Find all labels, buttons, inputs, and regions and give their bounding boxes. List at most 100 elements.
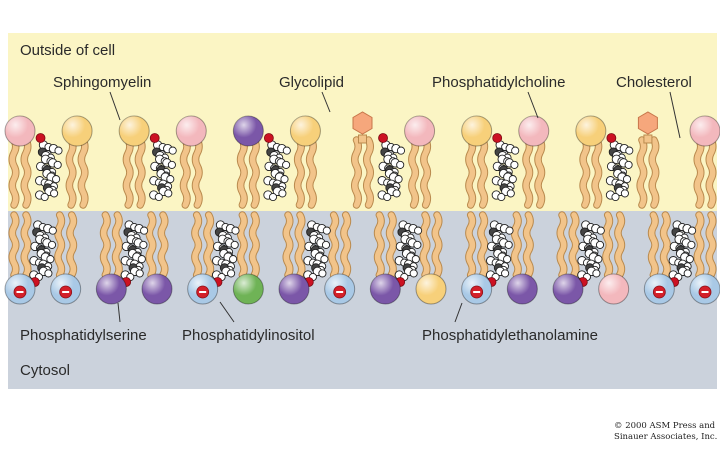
phosphatidylethanolamine-head — [278, 273, 310, 305]
lipid-tail-fill — [649, 137, 659, 208]
lipid-tail-fill — [694, 137, 704, 208]
head-highlight — [370, 274, 401, 304]
cholesterol-atom — [268, 192, 278, 202]
head-highlight — [176, 116, 207, 146]
cholesterol-atom — [688, 226, 697, 235]
lipid-tail-pair — [556, 211, 580, 279]
lipid-tail-pair — [236, 136, 260, 209]
lipid-tail-fill — [329, 212, 339, 278]
cholesterol-atom — [394, 175, 403, 184]
phosphatidylcholine-leader — [527, 91, 539, 119]
cholesterol-atom — [282, 160, 291, 169]
lipid-tail-pair — [579, 136, 603, 209]
cholesterol-molecule — [491, 133, 520, 202]
glycolipid-neck — [643, 134, 653, 144]
cholesterol-atom — [48, 226, 57, 235]
lipid-tail-pair — [465, 136, 489, 209]
lipid-tail-pair — [693, 211, 717, 279]
label-leader-lines — [109, 91, 681, 323]
cholesterol-molecule — [303, 220, 331, 287]
minus-sign-icon — [473, 291, 481, 293]
lipid-tail-pair — [328, 211, 352, 279]
lipid-tail-fill — [523, 137, 533, 208]
lipid-tail-fill — [180, 137, 190, 208]
cholesterol-atom — [282, 146, 291, 155]
cholesterol-molecules — [29, 133, 697, 287]
lipid-tail-fill — [466, 212, 476, 278]
cytosol-label: Cytosol — [20, 362, 70, 379]
lipid-tail-fill — [55, 212, 65, 278]
sphingomyelin-head — [118, 115, 150, 147]
cholesterol-atom — [320, 255, 329, 264]
lipid-tail-fill — [706, 137, 716, 208]
lipid-tail-fill — [204, 212, 214, 278]
sphingomyelin-head — [461, 115, 493, 147]
cholesterol-atom — [52, 175, 61, 184]
cholesterol-molecule — [211, 220, 240, 287]
lipid-tail-fill — [237, 212, 247, 278]
lipid-tail-fill — [192, 212, 202, 278]
lipid-tail-fill — [9, 212, 19, 278]
lipid-tail-fill — [569, 212, 579, 278]
cholesterol-atom — [413, 240, 422, 249]
lipid-tail-pair — [522, 136, 546, 209]
cholesterol-atom — [506, 189, 515, 198]
cholesterol-atom — [596, 226, 605, 235]
cholesterol-hydroxyl — [263, 133, 274, 143]
cholesterol-molecule — [29, 220, 57, 287]
phosphatidylserine-head — [4, 273, 36, 305]
phosphatidylcholine-head — [689, 115, 720, 147]
head-highlight — [416, 274, 446, 304]
phosphatidylethanolamine-head — [552, 273, 584, 305]
lipid-tail-fill — [146, 212, 156, 278]
lipid-tail-pair — [408, 136, 432, 209]
cholesterol-molecule — [35, 133, 63, 202]
cholesterol-molecule — [577, 220, 605, 287]
cholesterol-atom — [595, 240, 605, 249]
lipid-headgroups — [4, 111, 720, 305]
lipid-tail-fill — [306, 137, 316, 208]
sphingomyelin-leader — [109, 91, 121, 121]
phosphatidylinositol-label: Phosphatidylinositol — [182, 327, 315, 344]
glycolipid-leader — [321, 91, 331, 113]
minus-sign-icon — [16, 291, 24, 293]
cholesterol-atom — [622, 175, 632, 184]
lipid-tail-fill — [409, 137, 419, 208]
lipid-tail-pair — [8, 211, 32, 279]
cholesterol-molecule — [149, 133, 177, 202]
cholesterol-atom — [504, 240, 513, 249]
minus-sign-icon — [336, 291, 344, 293]
cholesterol-atom — [227, 269, 236, 278]
phosphatidylcholine-head — [598, 273, 630, 305]
minus-sign-icon — [62, 291, 70, 293]
cholesterol-atom — [508, 175, 517, 184]
lipid-tail-pair — [145, 211, 169, 279]
lipid-tail-fill — [249, 137, 259, 208]
minus-sign-icon — [655, 291, 663, 293]
lipid-tail-pair — [373, 211, 397, 279]
cholesterol-atom — [278, 189, 287, 198]
head-highlight — [5, 116, 35, 146]
cholesterol-atom — [624, 160, 633, 169]
head-highlight — [518, 116, 549, 146]
cholesterol-atom — [392, 189, 401, 198]
copyright-line-2: Sinauer Associates, Inc. — [614, 432, 717, 442]
glycolipid-label: Glycolipid — [279, 74, 344, 91]
lipid-tail-fill — [478, 212, 488, 278]
cholesterol-molecule — [263, 133, 291, 202]
lipid-tail-pair — [179, 136, 203, 209]
lipid-tail-fill — [123, 137, 133, 208]
phosphatidylserine-head — [50, 273, 82, 305]
cholesterol-hydroxyl — [606, 133, 617, 143]
lipid-tail-fill — [615, 212, 625, 278]
cholesterol-atom — [166, 175, 175, 184]
cholesterol-molecule — [605, 133, 634, 202]
head-highlight — [598, 274, 629, 304]
lipid-tail-fill — [706, 212, 716, 278]
glycolipid-sugar — [352, 111, 373, 135]
lipid-tail-fill — [637, 137, 647, 208]
cholesterol-atom — [321, 240, 331, 249]
phosphatidylcholine-head — [518, 115, 550, 147]
glycolipid-neck — [358, 134, 367, 144]
